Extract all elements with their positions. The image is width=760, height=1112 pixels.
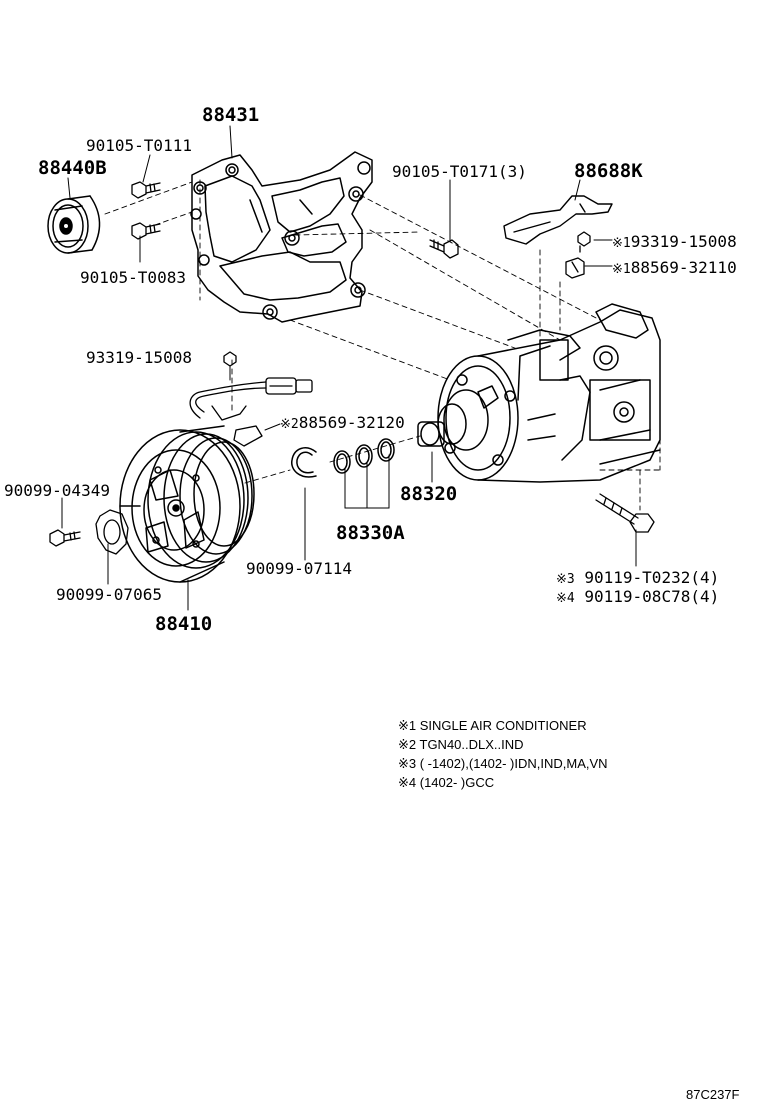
label-93319-15008-left: 93319-15008 — [86, 348, 192, 367]
note-mark: ※1 — [612, 236, 631, 251]
o-rings — [333, 438, 395, 474]
clutch-wire — [189, 377, 313, 447]
note-2: ※2 TGN40..DLX..IND — [398, 737, 524, 752]
label-88320: 88320 — [400, 483, 458, 505]
note-mark: ※1 — [612, 262, 631, 277]
bolt-90105-T0083 — [131, 222, 161, 240]
label-88688K: 88688K — [574, 160, 643, 182]
label-90105-T0111: 90105-T0111 — [86, 136, 192, 155]
note-mark: ※3 — [556, 572, 575, 587]
screw-93319-15008-left — [223, 351, 237, 367]
part-number: 90119-T0232(4) — [584, 568, 720, 587]
label-88569-32120: ※288569-32120 — [280, 413, 405, 432]
label-88569-32110: ※188569-32110 — [612, 258, 737, 277]
magnetic-clutch — [119, 425, 255, 583]
label-90119-08C78: ※4 90119-08C78(4) — [556, 587, 719, 606]
bolt-90105-T0171 — [429, 239, 459, 259]
label-93319-15008-right: ※193319-15008 — [612, 232, 737, 251]
label-90099-07065: 90099-07065 — [56, 585, 162, 604]
note-3: ※3 ( -1402),(1402- )IDN,IND,MA,VN — [398, 756, 608, 771]
label-90119-T0232: ※3 90119-T0232(4) — [556, 568, 719, 587]
compressor-bolt — [595, 493, 655, 533]
label-88410: 88410 — [155, 613, 213, 635]
part-number: 93319-15008 — [630, 232, 737, 251]
sensor-88569-32110 — [565, 257, 585, 279]
label-90105-T0171: 90105-T0171(3) — [392, 162, 527, 181]
screw-93319-15008-right — [577, 231, 591, 253]
part-number: 88569-32110 — [630, 258, 737, 277]
label-88330A: 88330A — [336, 522, 405, 544]
note-1: ※1 SINGLE AIR CONDITIONER — [398, 718, 587, 733]
note-mark: ※4 — [556, 591, 575, 606]
label-88440B: 88440B — [38, 157, 107, 179]
note-4: ※4 (1402- )GCC — [398, 775, 495, 790]
sub-bracket — [503, 195, 613, 245]
label-90105-T0083: 90105-T0083 — [80, 268, 186, 287]
note-mark: ※2 — [280, 417, 299, 432]
part-number: 88569-32120 — [298, 413, 405, 432]
figure-code: 87C237F — [686, 1087, 740, 1102]
label-88431: 88431 — [202, 104, 260, 126]
clutch-shim — [95, 509, 129, 555]
bolt-90105-T0111 — [131, 181, 161, 199]
snap-ring — [291, 447, 317, 478]
label-90099-04349: 90099-04349 — [4, 481, 110, 500]
idler-pulley — [47, 195, 101, 254]
compressor — [417, 303, 661, 483]
part-number: 90119-08C78(4) — [584, 587, 720, 606]
mounting-bracket — [190, 151, 373, 323]
clutch-bolt — [49, 529, 81, 547]
label-90099-07114: 90099-07114 — [246, 559, 352, 578]
